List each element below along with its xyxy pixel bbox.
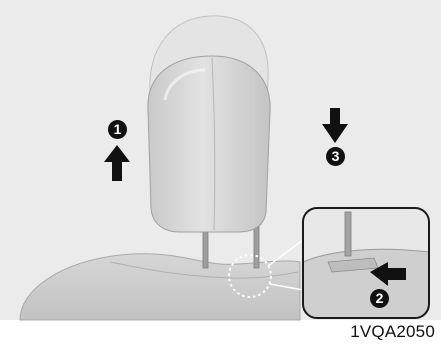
figure-code-label: 1VQA2050: [350, 322, 435, 342]
release-button-detail-inset: [303, 208, 429, 318]
step-3-badge: 3: [326, 147, 345, 166]
step-1-badge: 1: [108, 120, 127, 139]
headrest: [148, 56, 270, 232]
step-2-badge: 2: [370, 289, 389, 308]
